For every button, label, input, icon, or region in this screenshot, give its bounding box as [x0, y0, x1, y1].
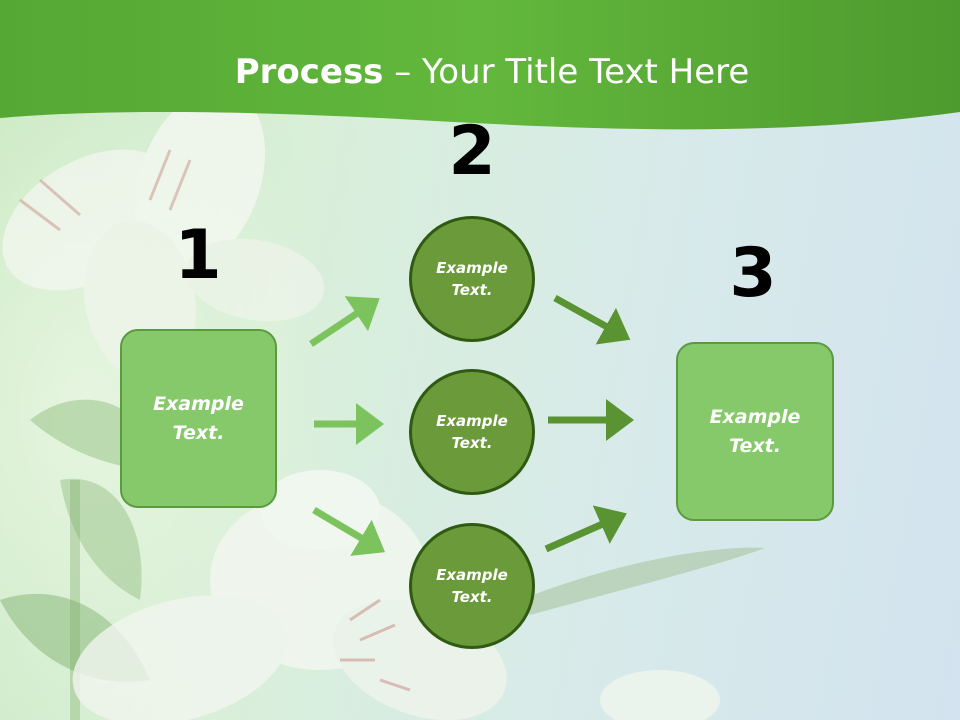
circle-1: Example Text. — [409, 216, 535, 342]
title-bold: Process — [234, 52, 384, 92]
circle-2: Example Text. — [409, 369, 535, 495]
end-box-line2: Text. — [729, 434, 781, 457]
circle-2-line2: Text. — [451, 434, 493, 452]
circle-3-line2: Text. — [451, 588, 493, 606]
arrow-circle-3-to-3 — [544, 505, 627, 553]
circle-2-line1: Example — [436, 411, 508, 430]
start-box: Example Text. — [120, 329, 277, 508]
circle-3-line1: Example — [436, 565, 508, 584]
arrow-circle-1-to-3 — [553, 294, 631, 345]
circle-3: Example Text. — [409, 523, 535, 649]
start-box-line2: Text. — [172, 421, 225, 444]
circle-1-line2: Text. — [451, 281, 493, 299]
slide-title: Process – Your Title Text Here — [0, 52, 960, 92]
circle-1-line1: Example — [436, 258, 508, 277]
title-rest: – Your Title Text Here — [383, 52, 750, 92]
arrow-1-to-circle-1 — [309, 296, 380, 347]
stage-number-1: 1 — [174, 216, 222, 295]
stage-number-3: 3 — [729, 234, 777, 313]
end-box: Example Text. — [676, 342, 834, 521]
arrow-1-to-circle-3 — [312, 506, 386, 556]
stage-number-2: 2 — [448, 112, 496, 191]
start-box-line1: Example — [153, 393, 244, 415]
end-box-line1: Example — [709, 406, 801, 428]
